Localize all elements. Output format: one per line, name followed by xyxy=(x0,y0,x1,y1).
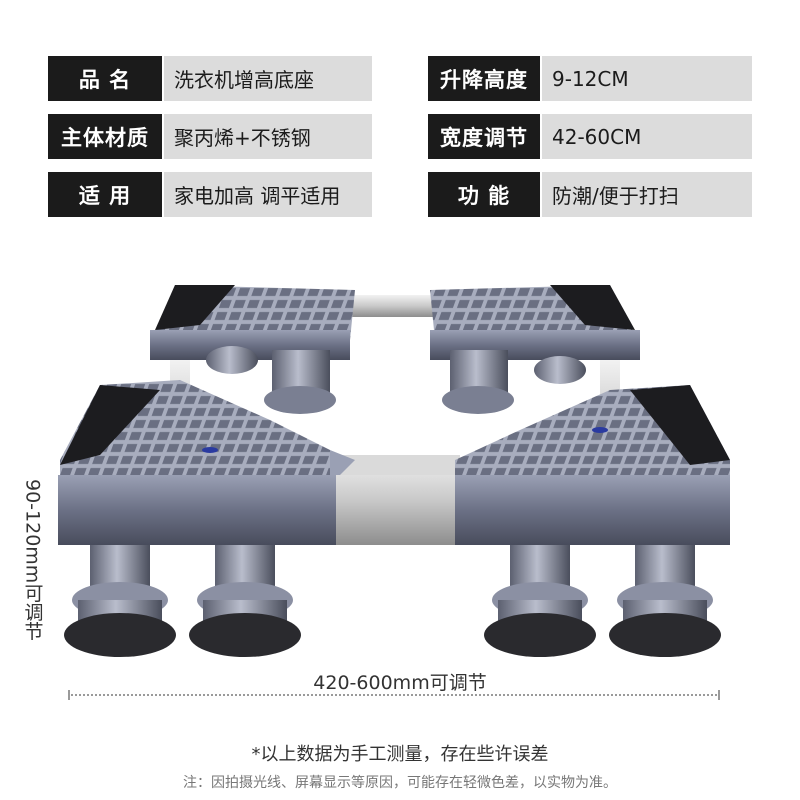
spec-label: 宽度调节 xyxy=(428,114,540,159)
back-left-corner xyxy=(150,285,355,414)
spec-value: 防潮/便于打扫 xyxy=(542,172,752,217)
spec-row-width-adjust: 宽度调节 42-60CM xyxy=(428,114,752,159)
spec-label: 适 用 xyxy=(48,172,162,217)
front-right-corner xyxy=(455,385,730,545)
spec-row-material: 主体材质 聚丙烯+不锈钢 xyxy=(48,114,372,159)
washer-base-stand-image xyxy=(58,285,730,657)
spec-value: 洗衣机增高底座 xyxy=(164,56,372,101)
color-disclaimer: 注：因拍摄光线、屏幕显示等原因，可能存在轻微色差，以实物为准。 xyxy=(183,775,617,791)
spec-label: 功 能 xyxy=(428,172,540,217)
front-feet xyxy=(64,545,721,657)
spec-value: 9-12CM xyxy=(542,56,752,101)
spec-row-usage: 适 用 家电加高 调平适用 xyxy=(48,172,372,217)
spec-row-name: 品 名 洗衣机增高底座 xyxy=(48,56,372,101)
width-dimension-line xyxy=(68,690,720,700)
height-dimension-label: 90-120mm可调节 xyxy=(21,479,44,641)
spec-value: 42-60CM xyxy=(542,114,752,159)
width-dimension-label: 420-600mm可调节 xyxy=(313,672,487,694)
spec-value: 家电加高 调平适用 xyxy=(164,172,372,217)
back-rail xyxy=(330,295,450,317)
front-left-corner xyxy=(58,380,355,545)
spec-label: 主体材质 xyxy=(48,114,162,159)
measurement-disclaimer: *以上数据为手工测量，存在些许误差 xyxy=(251,744,549,765)
spec-row-lift-height: 升降高度 9-12CM xyxy=(428,56,752,101)
spec-value: 聚丙烯+不锈钢 xyxy=(164,114,372,159)
spec-label: 升降高度 xyxy=(428,56,540,101)
spec-row-function: 功 能 防潮/便于打扫 xyxy=(428,172,752,217)
spec-label: 品 名 xyxy=(48,56,162,101)
back-right-corner xyxy=(430,285,640,414)
